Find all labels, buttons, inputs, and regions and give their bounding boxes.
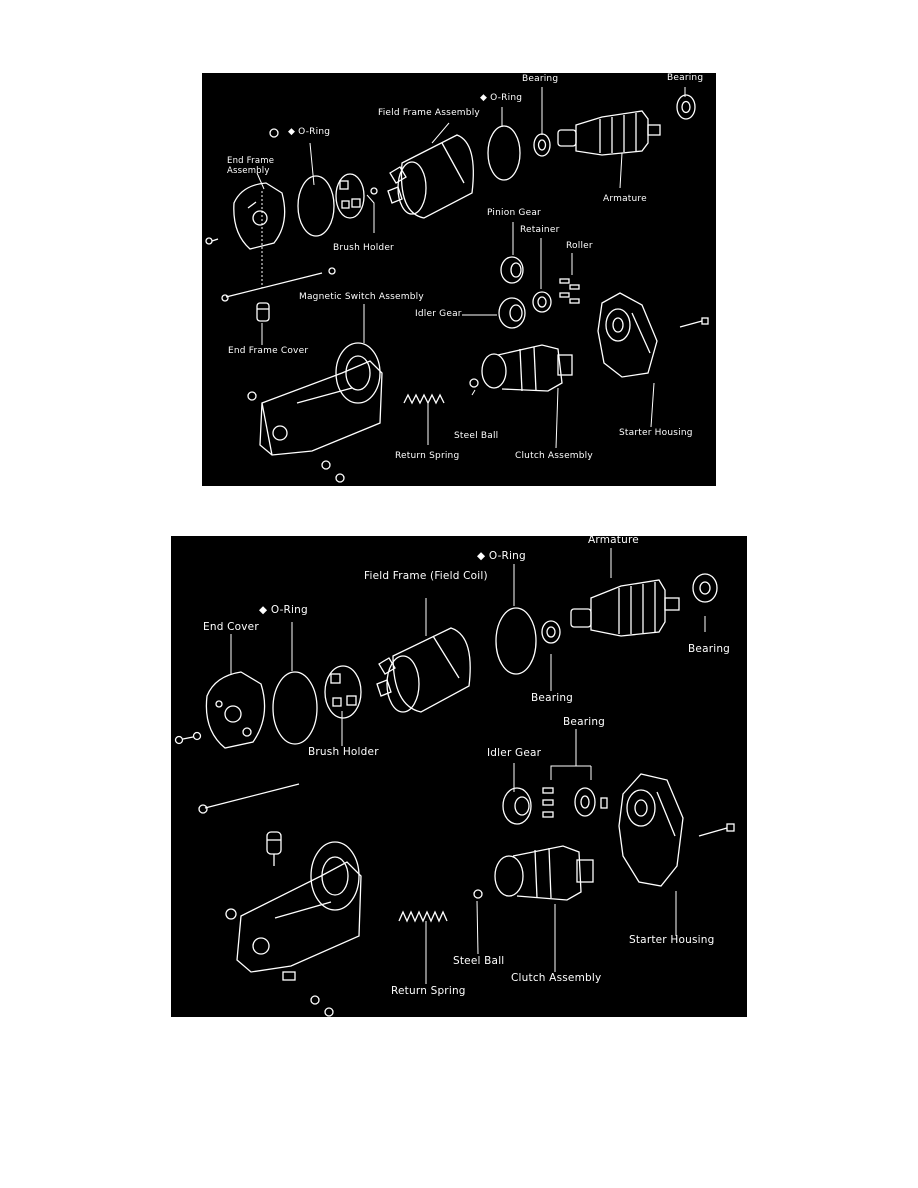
bearing-part-2 (541, 620, 561, 644)
label-brush-holder: Brush Holder (308, 746, 379, 758)
through-bolt-part (198, 783, 300, 814)
end-frame-part (233, 128, 286, 250)
label-return-spring: Return Spring (391, 985, 466, 997)
label-end-frame-line2: Assembly (227, 166, 270, 176)
o-ring-part-2 (495, 607, 537, 675)
retainer-part (532, 291, 552, 313)
label-end-frame-cover: End Frame Cover (228, 346, 309, 356)
label-o-ring-1: ◆ O-Ring (288, 127, 331, 137)
leader-lines (256, 87, 686, 449)
idler-gear-part (502, 787, 532, 825)
clutch-assembly-part (481, 344, 573, 392)
label-o-ring-1: ◆ O-Ring (259, 604, 308, 616)
label-idler-gear: Idler Gear (415, 309, 462, 319)
screw-part (205, 237, 219, 245)
end-frame-cover-part (256, 302, 270, 322)
label-retainer: Retainer (520, 225, 560, 235)
starter-exploded-view-top: Bearing Bearing ◆ O-Ring Field Frame Ass… (202, 73, 716, 486)
return-spring-part (403, 393, 445, 405)
leader-lines (230, 548, 706, 984)
label-pinion-gear: Pinion Gear (487, 208, 541, 218)
pinion-gear-part (500, 256, 524, 284)
magnetic-switch-part (247, 342, 383, 483)
exploded-view-artwork-top (205, 87, 709, 483)
label-steel-ball: Steel Ball (454, 431, 499, 441)
bearing-part-1 (533, 133, 551, 157)
through-bolt-part (221, 267, 336, 302)
end-cover-part (205, 671, 266, 749)
label-bearing-2: Bearing (531, 692, 574, 704)
label-bearing-1: Bearing (688, 643, 731, 655)
exploded-view-artwork-bottom (174, 548, 735, 1017)
label-bearing-2: Bearing (667, 73, 704, 83)
roller-part (559, 278, 580, 304)
starter-housing-part (618, 773, 684, 887)
o-ring-part-2 (487, 125, 521, 181)
label-end-cover: End Cover (203, 621, 259, 633)
screw-part (174, 731, 202, 745)
bearing-part-2 (676, 94, 696, 120)
bearing-part-3 (542, 787, 608, 818)
label-o-ring-2: ◆ O-Ring (480, 93, 523, 103)
label-field-frame: Field Frame Assembly (378, 108, 480, 118)
label-o-ring-2: ◆ O-Ring (477, 550, 526, 562)
field-frame-part (387, 134, 474, 219)
label-armature: Armature (588, 536, 639, 546)
label-end-frame-line1: End Frame (227, 156, 275, 166)
housing-bolt-part (698, 823, 735, 837)
brush-holder-part (324, 665, 362, 719)
label-return-spring: Return Spring (395, 451, 460, 461)
starter-housing-part (597, 292, 658, 378)
steel-ball-part (473, 889, 483, 899)
idler-gear-part (498, 297, 526, 329)
label-starter-housing: Starter Housing (619, 428, 693, 438)
field-frame-part (376, 627, 471, 713)
label-steel-ball: Steel Ball (453, 955, 505, 967)
steel-ball-part (469, 378, 479, 388)
brush-holder-part (335, 173, 378, 219)
label-field-frame: Field Frame (Field Coil) (364, 570, 488, 582)
clutch-assembly-part (494, 845, 594, 901)
armature-part (557, 110, 661, 156)
label-starter-housing: Starter Housing (629, 934, 715, 946)
label-bearing-3: Bearing (563, 716, 606, 728)
label-magnetic-switch: Magnetic Switch Assembly (299, 292, 424, 302)
return-spring-part (398, 910, 448, 923)
label-clutch-assembly: Clutch Assembly (511, 972, 602, 984)
starter-exploded-view-bottom: Armature ◆ O-Ring Field Frame (Field Coi… (171, 536, 747, 1017)
label-armature: Armature (603, 194, 647, 204)
bearing-part-1 (692, 573, 718, 603)
end-frame-cover-part (266, 831, 282, 866)
o-ring-part-1 (297, 175, 335, 237)
label-roller: Roller (566, 241, 593, 251)
housing-bolt-part (679, 317, 709, 328)
label-bearing-1: Bearing (522, 74, 559, 84)
armature-part (570, 579, 680, 637)
label-clutch-assembly: Clutch Assembly (515, 451, 593, 461)
magnetic-switch-part (225, 841, 362, 1017)
o-ring-part-1 (272, 671, 318, 745)
label-idler-gear: Idler Gear (487, 747, 542, 759)
label-brush-holder: Brush Holder (333, 243, 394, 253)
